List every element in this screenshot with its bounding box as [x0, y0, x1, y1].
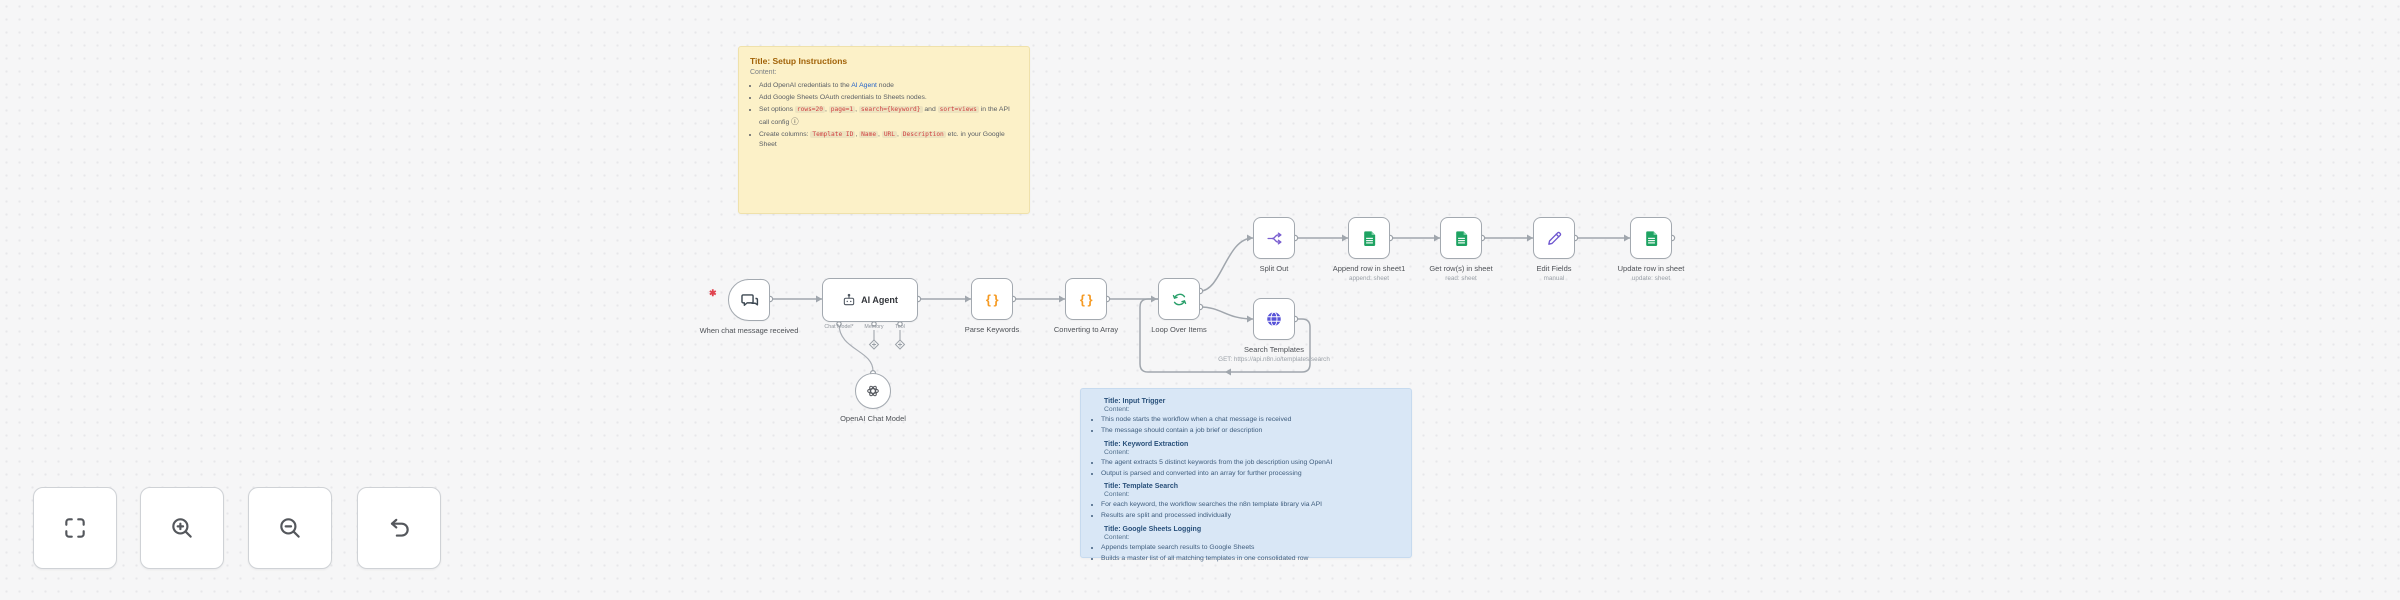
node-chat-trigger[interactable]: When chat message received	[700, 279, 798, 335]
guide-bullet: Builds a master list of all matching tem…	[1101, 554, 1400, 564]
node-inner-label: AI Agent	[861, 295, 898, 305]
guide-section: Title: Input Trigger Content: This node …	[1092, 398, 1400, 436]
port-chat-model[interactable]: Chat Model*	[824, 324, 854, 330]
undo-arrow-icon	[390, 518, 409, 537]
openai-logo-icon	[867, 385, 879, 397]
port-memory[interactable]: Memory	[864, 324, 884, 330]
braces-icon: { }	[1079, 291, 1093, 307]
node-ai-agent[interactable]: AI Agent Chat Model* Memory Tool	[822, 278, 918, 330]
section-title: Title: Google Sheets Logging	[1104, 526, 1202, 534]
google-sheets-icon	[1363, 230, 1375, 246]
setup-bullet: Set options rows=20, page=1, search={key…	[759, 105, 1018, 127]
fit-view-icon	[65, 518, 85, 538]
braces-icon: { }	[985, 291, 999, 307]
setup-bullet: Add Google Sheets OAuth credentials to S…	[759, 93, 1018, 103]
node-link[interactable]: AI Agent	[851, 82, 877, 89]
node-label: When chat message received	[699, 326, 799, 335]
sticky-note-setup[interactable]: Title: Setup Instructions Content: Add O…	[738, 46, 1030, 214]
setup-bullet: Create columns: Template ID, Name, URL, …	[759, 130, 1018, 150]
guide-section: Title: Template Search Content: For each…	[1092, 483, 1400, 521]
zoom-to-fit-button[interactable]	[33, 487, 117, 569]
note-title: Title: Setup Instructions	[750, 56, 848, 66]
reset-zoom-button[interactable]	[357, 487, 441, 569]
loop-refresh-icon	[1172, 293, 1186, 305]
node-loop-over-items[interactable]: Loop Over Items	[1151, 278, 1207, 334]
trigger-issue-icon: ✱	[709, 288, 717, 298]
guide-bullet: The message should contain a job brief o…	[1101, 426, 1400, 436]
chat-message-icon	[740, 293, 758, 306]
node-subtitle: update: sheet	[1631, 274, 1671, 282]
node-label: OpenAI Chat Model	[840, 414, 906, 423]
section-content-label: Content:	[1104, 491, 1130, 499]
section-content-label: Content:	[1104, 534, 1130, 542]
zoom-in-icon	[172, 518, 192, 538]
zoom-in-button[interactable]	[140, 487, 224, 569]
node-subtitle: GET: https://api.n8n.io/templates/search	[1218, 355, 1330, 363]
guide-bullet: This node starts the workflow when a cha…	[1101, 415, 1400, 425]
note-content-label: Content:	[750, 69, 777, 76]
robot-icon	[843, 293, 855, 306]
node-label: Parse Keywords	[964, 325, 1020, 334]
google-sheets-icon	[1645, 230, 1657, 246]
node-label: Split Out	[1259, 264, 1289, 273]
guide-bullet: Results are split and processed individu…	[1101, 511, 1400, 521]
section-title: Title: Keyword Extraction	[1104, 440, 1189, 448]
pencil-icon	[1547, 231, 1561, 245]
setup-bullet: Add OpenAI credentials to the AI Agent n…	[759, 81, 1018, 91]
sticky-note-guide[interactable]: Title: Input Trigger Content: This node …	[1080, 388, 1412, 562]
guide-bullet: Output is parsed and converted into an a…	[1101, 469, 1400, 479]
split-arrows-icon	[1266, 232, 1282, 244]
globe-icon	[1267, 311, 1281, 327]
info-icon: ⓘ	[791, 116, 799, 126]
zoom-out-button[interactable]	[248, 487, 332, 569]
node-parse-keywords[interactable]: { } Parse Keywords	[965, 278, 1019, 334]
node-openai-chat-model[interactable]: OpenAI Chat Model	[840, 373, 906, 423]
node-label: Loop Over Items	[1151, 325, 1207, 334]
section-title: Title: Template Search	[1104, 483, 1179, 491]
node-label: Converting to Array	[1053, 325, 1119, 334]
node-split-out[interactable]: Split Out	[1253, 217, 1295, 273]
port-tool[interactable]: Tool	[895, 324, 905, 330]
guide-bullet: For each keyword, the workflow searches …	[1101, 500, 1400, 510]
zoom-out-icon	[280, 518, 300, 538]
section-content-label: Content:	[1104, 448, 1130, 456]
google-sheets-icon	[1455, 230, 1467, 246]
guide-section: Title: Google Sheets Logging Content: Ap…	[1092, 526, 1400, 564]
section-title: Title: Input Trigger	[1104, 398, 1166, 405]
section-content-label: Content:	[1104, 406, 1130, 413]
guide-bullet: Appends template search results to Googl…	[1101, 543, 1400, 553]
node-converting-to-array[interactable]: { } Converting to Array	[1054, 278, 1118, 334]
setup-bullet-list: Add OpenAI credentials to the AI Agent n…	[750, 81, 1018, 150]
guide-section: Title: Keyword Extraction Content: The a…	[1092, 441, 1400, 479]
guide-bullet: The agent extracts 5 distinct keywords f…	[1101, 458, 1400, 468]
